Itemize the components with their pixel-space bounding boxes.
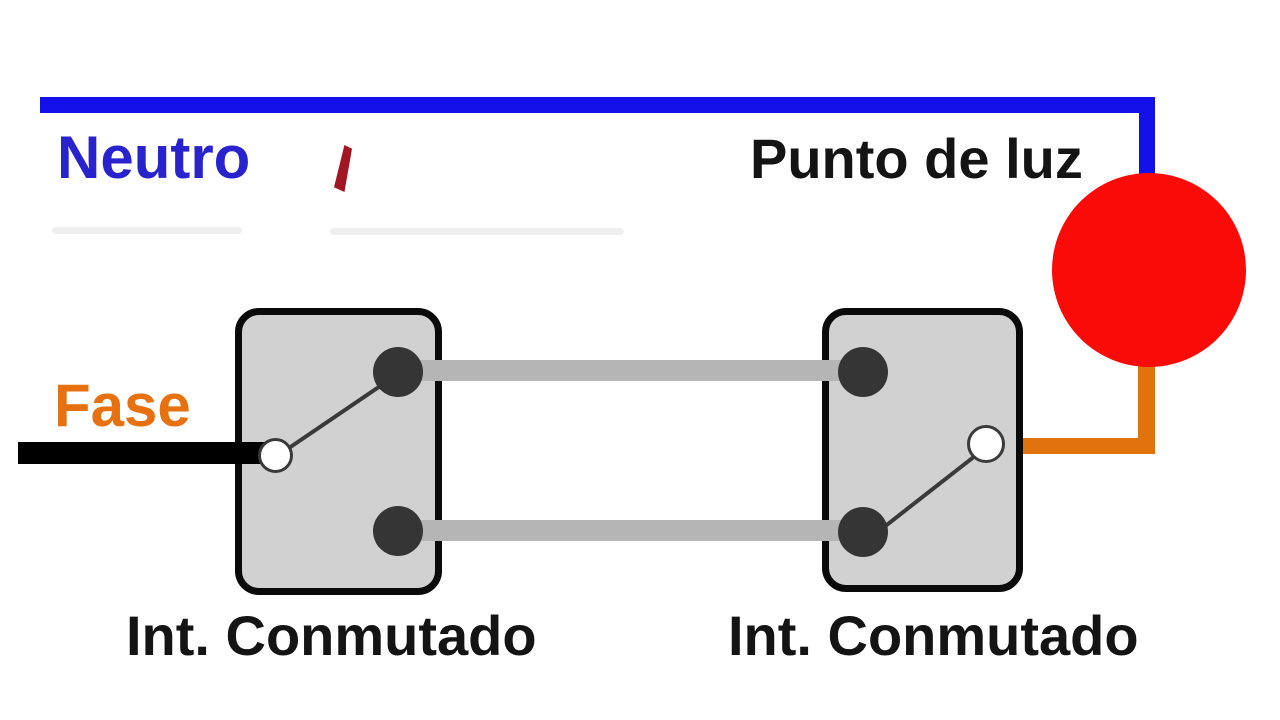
terminal-dot	[373, 347, 423, 397]
common-terminal-left	[258, 438, 293, 473]
common-terminal-right	[967, 425, 1005, 463]
neutral-wire-horizontal	[40, 97, 1155, 113]
erased-text-smudge	[52, 227, 242, 234]
terminal-dot	[373, 506, 423, 556]
switch-left-label: Int. Conmutado	[126, 604, 537, 667]
phase-label: Fase	[54, 372, 191, 439]
traveler-wire-top	[396, 360, 866, 381]
terminal-dot	[838, 507, 888, 557]
stray-red-mark	[334, 145, 352, 192]
terminal-dot	[838, 347, 888, 397]
lamp-circle	[1052, 173, 1246, 367]
switch-right-label: Int. Conmutado	[728, 604, 1139, 667]
phase-feed-wire	[18, 442, 270, 464]
traveler-wire-bottom	[396, 520, 866, 541]
neutral-wire-vertical	[1139, 97, 1155, 177]
erased-text-smudge	[330, 228, 624, 235]
phase-return-wire-horizontal	[1000, 438, 1155, 454]
light-point-label: Punto de luz	[750, 127, 1083, 190]
neutral-label: Neutro	[57, 124, 251, 191]
phase-return-wire-vertical	[1138, 362, 1155, 454]
